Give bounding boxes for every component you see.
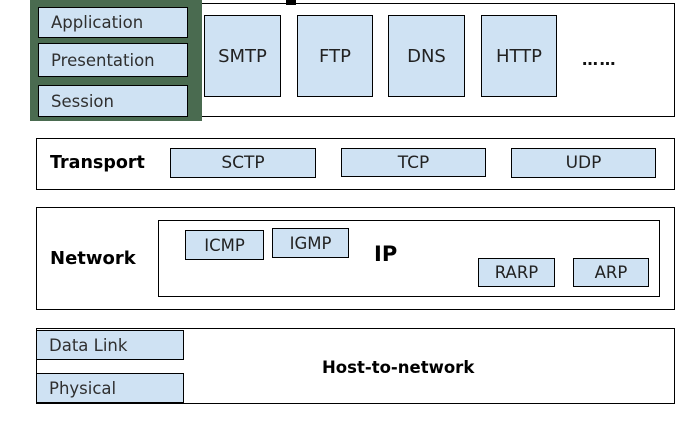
protocol-box-igmp: IGMP	[272, 228, 349, 258]
osi-layer-label: Application	[51, 13, 144, 32]
protocol-box-dns: DNS	[388, 15, 465, 97]
protocol-box-http: HTTP	[481, 15, 557, 97]
protocol-label: IGMP	[289, 233, 332, 253]
host-to-network-label: Host-to-network	[322, 358, 475, 377]
osi-layer-label: Presentation	[51, 50, 155, 70]
ip-protocol-label: IP	[374, 242, 398, 266]
protocol-label: DNS	[407, 45, 446, 67]
protocol-label: FTP	[319, 45, 351, 67]
protocol-label: RARP	[494, 263, 539, 282]
osi-layer-session: Session	[38, 85, 188, 117]
protocol-box-udp: UDP	[511, 148, 656, 178]
transport-layer-label: Transport	[50, 153, 145, 173]
osi-layer-label: Data Link	[49, 335, 128, 355]
osi-layer-application: Application	[38, 7, 188, 38]
cropped-title-fragment	[286, 0, 296, 5]
protocol-box-icmp: ICMP	[185, 230, 264, 260]
osi-layer-label: Physical	[49, 378, 117, 398]
protocol-box-tcp: TCP	[341, 148, 486, 177]
protocol-label: HTTP	[495, 45, 543, 67]
protocol-label: TCP	[397, 152, 430, 173]
protocol-box-ftp: FTP	[297, 15, 373, 97]
osi-layer-label: Session	[51, 91, 114, 111]
protocol-box-rarp: RARP	[478, 258, 555, 287]
protocol-box-smtp: SMTP	[204, 15, 281, 97]
protocol-label: ICMP	[204, 235, 245, 255]
osi-layer-presentation: Presentation	[38, 43, 188, 77]
more-protocols-ellipsis: ……	[582, 50, 617, 69]
protocol-label: SCTP	[221, 153, 265, 173]
network-layer-label: Network	[50, 248, 136, 269]
osi-layer-data-link: Data Link	[36, 330, 184, 360]
protocol-label: SMTP	[218, 45, 267, 67]
protocol-box-sctp: SCTP	[170, 148, 316, 178]
osi-layer-physical: Physical	[36, 373, 184, 403]
protocol-label: UDP	[565, 153, 602, 173]
protocol-box-arp: ARP	[573, 258, 649, 287]
protocol-label: ARP	[594, 263, 628, 282]
